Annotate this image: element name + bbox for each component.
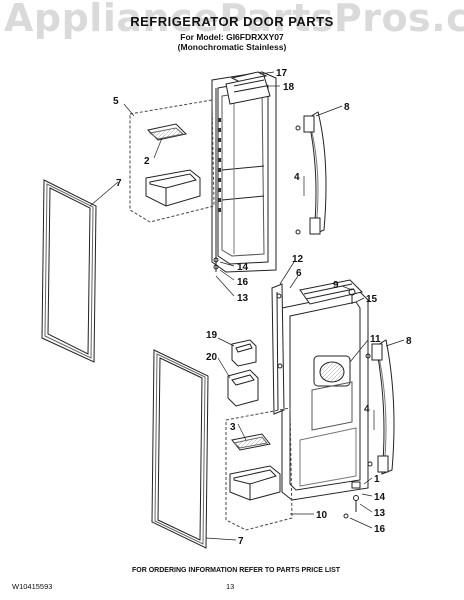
model-line: For Model: GI6FDRXXY07 bbox=[180, 32, 284, 42]
page-title: REFRIGERATOR DOOR PARTS bbox=[130, 14, 334, 29]
upper-bin-shelf bbox=[146, 123, 188, 141]
callout-14a: 14 bbox=[237, 262, 249, 273]
lower-bin-shelf bbox=[231, 433, 271, 451]
lower-door-gasket bbox=[151, 349, 209, 549]
door-hinge-cover bbox=[225, 71, 271, 105]
lower-door-handle bbox=[365, 339, 395, 475]
page-number: 13 bbox=[226, 582, 235, 591]
callout-15: 15 bbox=[366, 294, 378, 305]
callout-6: 6 bbox=[296, 268, 302, 279]
callout-labels: 17 18 5 8 2 7 4 14 16 13 12 6 9 15 19 20… bbox=[113, 68, 412, 547]
shelf-19 bbox=[231, 339, 257, 367]
callout-20: 20 bbox=[206, 352, 218, 363]
document-code: W10415593 bbox=[12, 582, 53, 591]
lower-door-body bbox=[281, 279, 369, 501]
shelf-20 bbox=[227, 369, 259, 407]
callout-10: 10 bbox=[316, 510, 328, 521]
callout-12: 12 bbox=[292, 254, 304, 265]
dispenser-recess bbox=[299, 355, 357, 487]
callout-13b: 13 bbox=[374, 508, 386, 519]
callout-2: 2 bbox=[144, 156, 150, 167]
callout-11: 11 bbox=[370, 334, 381, 345]
hinge-parts-lower bbox=[343, 288, 361, 519]
callout-13a: 13 bbox=[237, 293, 249, 304]
lower-bin-group-box bbox=[225, 407, 293, 531]
callout-16b: 16 bbox=[374, 524, 386, 535]
upper-door-handle bbox=[295, 111, 327, 235]
callout-4b: 4 bbox=[364, 404, 370, 415]
callout-19: 19 bbox=[206, 330, 218, 341]
callout-3: 3 bbox=[230, 422, 236, 433]
callout-16a: 16 bbox=[237, 277, 249, 288]
callout-8b: 8 bbox=[406, 336, 412, 347]
upper-door-liner bbox=[211, 71, 277, 273]
callout-8a: 8 bbox=[344, 102, 350, 113]
ordering-note: FOR ORDERING INFORMATION REFER TO PARTS … bbox=[132, 567, 341, 574]
leader-lines bbox=[89, 71, 405, 541]
callout-4a: 4 bbox=[294, 172, 300, 183]
callout-14b: 14 bbox=[374, 492, 386, 503]
callout-7b: 7 bbox=[238, 536, 244, 547]
callout-17: 17 bbox=[276, 68, 288, 79]
upper-bin-group-box bbox=[129, 99, 215, 223]
callout-9: 9 bbox=[333, 280, 339, 291]
hinge-pin-upper bbox=[213, 252, 219, 272]
callout-5: 5 bbox=[113, 96, 119, 107]
callout-7a: 7 bbox=[116, 178, 122, 189]
ice-duct-strip bbox=[271, 283, 285, 415]
watermark: AppliancePartsPros.com bbox=[4, 0, 464, 40]
upper-door-bin bbox=[145, 169, 201, 207]
callout-1: 1 bbox=[374, 474, 380, 485]
lower-door-bin bbox=[229, 465, 281, 501]
upper-door-gasket bbox=[41, 179, 97, 363]
callout-18: 18 bbox=[283, 82, 295, 93]
variant-line: (Monochromatic Stainless) bbox=[177, 42, 287, 52]
